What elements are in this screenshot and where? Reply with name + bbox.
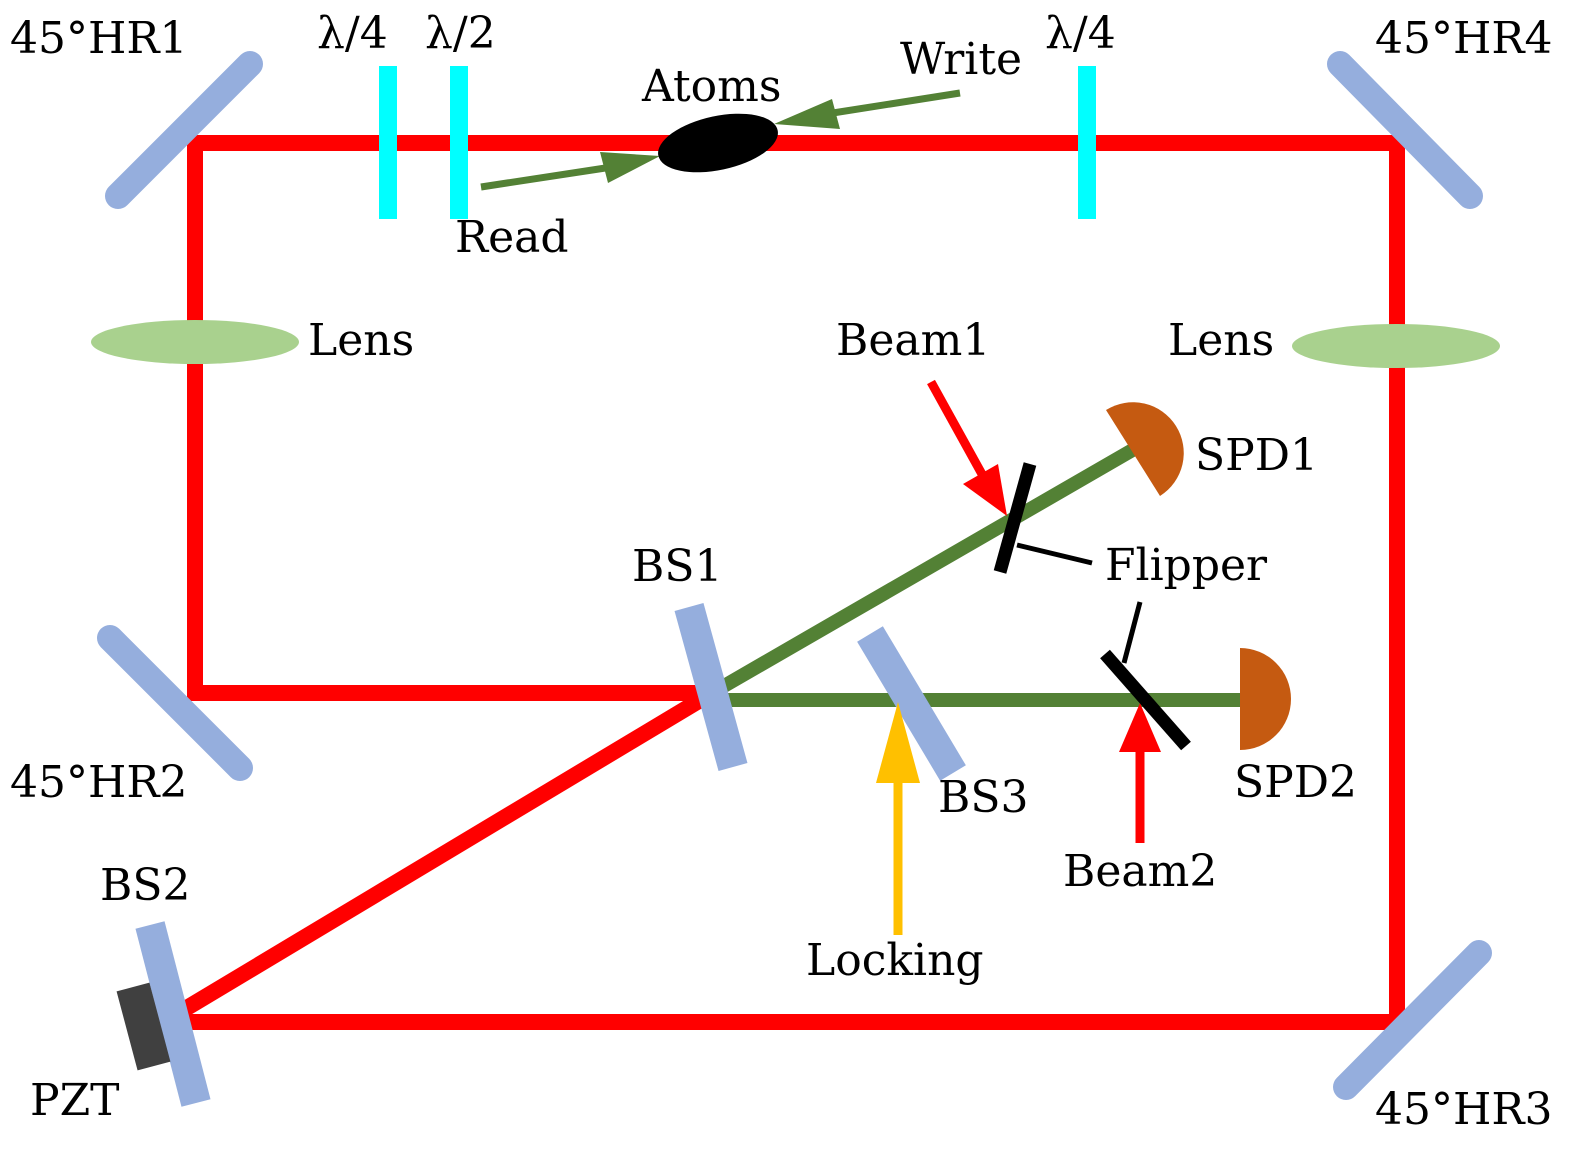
- lens-right: [1292, 324, 1500, 368]
- wave-plates: [379, 66, 1096, 219]
- label-beam2: Beam2: [1063, 846, 1217, 897]
- locking-beam: [876, 702, 920, 935]
- label-hr2: 45°HR2: [10, 757, 187, 808]
- label-flipper: Flipper: [1105, 540, 1268, 591]
- label-beam1: Beam1: [836, 315, 990, 366]
- atoms-ensemble: [658, 113, 778, 173]
- read-arrow-head: [600, 152, 660, 183]
- signal-beam-to-spd1: [717, 441, 1143, 693]
- label-bs3: BS3: [938, 772, 1028, 823]
- flipper-pointer-1: [1016, 542, 1093, 566]
- beam1-arrow-line: [927, 379, 987, 479]
- label-locking: Locking: [806, 935, 984, 986]
- flipper-mirror-1: [993, 462, 1037, 574]
- read-write-beams: [480, 89, 961, 191]
- mirror-hr2: [97, 625, 253, 781]
- read-beam-arrow: [480, 163, 613, 191]
- signal-beams: [717, 441, 1250, 707]
- label-pzt: PZT: [30, 1075, 120, 1126]
- beam-splitter-bs2: [135, 921, 211, 1107]
- flipper-pointer-2: [1121, 601, 1143, 664]
- cavity-beam-diagonal: [175, 686, 717, 1019]
- label-hr3: 45°HR3: [1375, 1084, 1552, 1135]
- label-read: Read: [455, 212, 569, 263]
- labels: 45°HR1 45°HR4 45°HR2 45°HR3 λ/4 λ/2 λ/4 …: [10, 8, 1552, 1135]
- label-bs1: BS1: [632, 541, 722, 592]
- mirror-hr4: [1327, 51, 1483, 209]
- detector-spd2: [1240, 648, 1291, 750]
- label-quarter-wave-right: λ/4: [1045, 8, 1116, 59]
- label-quarter-wave-left: λ/4: [317, 8, 388, 59]
- label-hr4: 45°HR4: [1375, 13, 1552, 64]
- label-spd1: SPD1: [1195, 430, 1318, 481]
- beam-splitter-bs3: [857, 626, 966, 781]
- mirror-hr3: [1333, 940, 1492, 1100]
- label-lens-right: Lens: [1168, 315, 1274, 366]
- beam2-arrow: [1119, 703, 1161, 843]
- label-atoms: Atoms: [641, 61, 781, 112]
- mirrors: [97, 51, 1492, 1100]
- flipper-mirror-2: [1100, 649, 1191, 751]
- write-beam-arrow: [819, 89, 961, 119]
- pzt-actuator: [116, 982, 171, 1071]
- mirror-hr1: [105, 51, 263, 209]
- label-write: Write: [900, 34, 1022, 85]
- detector-spd1: [1106, 402, 1184, 496]
- beam1-arrow: [927, 379, 1007, 516]
- beam1-arrow-head: [963, 464, 1007, 516]
- beam-splitter-bs1: [674, 603, 748, 771]
- label-hr1: 45°HR1: [10, 13, 187, 64]
- write-arrow-head: [774, 99, 840, 129]
- label-half-wave: λ/2: [425, 8, 496, 59]
- label-lens-left: Lens: [308, 315, 414, 366]
- cavity-beam-top-left-loop: [180, 135, 1405, 1030]
- lens-left: [91, 320, 299, 364]
- flipper-mirrors: [993, 462, 1191, 751]
- beam-splitters: [135, 603, 966, 1107]
- beam2-arrow-head: [1119, 703, 1161, 752]
- label-bs2: BS2: [100, 860, 190, 911]
- label-spd2: SPD2: [1234, 757, 1357, 808]
- cavity-beam: [175, 135, 1405, 1030]
- locking-arrow-head: [876, 702, 920, 783]
